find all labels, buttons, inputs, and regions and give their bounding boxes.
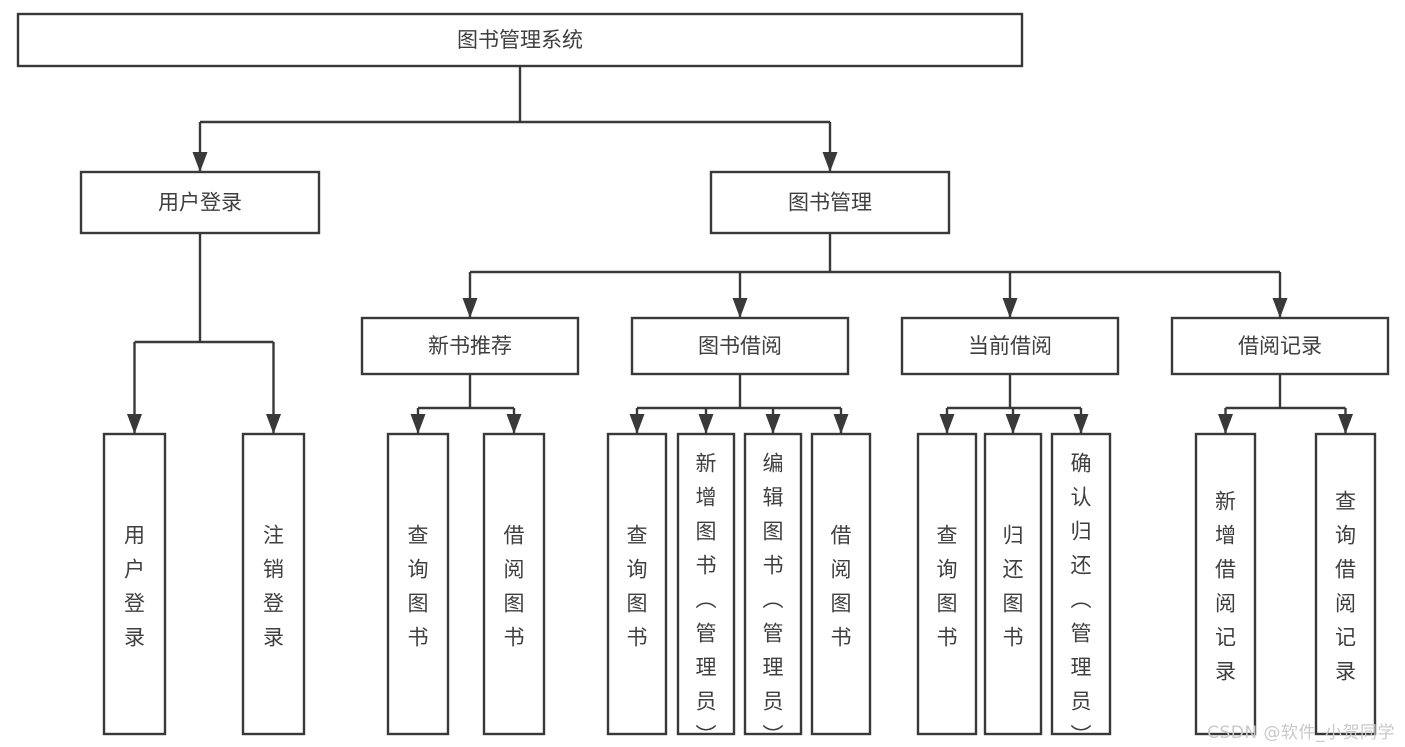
- level3-node-box[interactable]: [630, 316, 850, 376]
- level3-node-2[interactable]: 当前借阅: [900, 316, 1120, 376]
- leaf-node-box[interactable]: [386, 432, 450, 736]
- arrow-head-icon: [462, 298, 478, 318]
- level2-node-0[interactable]: 用户登录: [79, 170, 321, 235]
- leaf-node-box[interactable]: [983, 432, 1043, 736]
- leaf-node-label: 查询图书: [937, 524, 958, 650]
- leaf-node-4[interactable]: 查询图书: [606, 432, 668, 736]
- level3-node-label: 图书借阅: [698, 334, 782, 358]
- level2-node-label: 图书管理: [788, 191, 872, 215]
- level3-node-label: 借阅记录: [1238, 334, 1322, 358]
- leaf-node-box[interactable]: [676, 432, 736, 736]
- arrow-head-icon: [1218, 414, 1233, 434]
- leaf-node-label: 新增图书︵管理员︶: [696, 452, 717, 747]
- leaf-node-label: 编辑图书︵管理员︶: [763, 452, 784, 747]
- level3-node-box[interactable]: [900, 316, 1120, 376]
- leaf-node-1[interactable]: 注销登录: [241, 432, 306, 736]
- root-node-label: 图书管理系统: [457, 28, 583, 52]
- leaf-node-box[interactable]: [241, 432, 306, 736]
- arrow-head-icon: [127, 414, 142, 434]
- level3-node-0[interactable]: 新书推荐: [360, 316, 580, 376]
- arrow-head-icon: [939, 414, 955, 434]
- arrow-head-icon: [192, 152, 208, 172]
- leaf-node-label: 查询借阅记录: [1335, 490, 1356, 684]
- leaf-node-2[interactable]: 查询图书: [386, 432, 450, 736]
- leaf-node-label: 查询图书: [627, 524, 648, 650]
- leaf-node-5[interactable]: 新增图书︵管理员︶: [676, 432, 736, 747]
- node-boxes-layer: 图书管理系统用户登录图书管理新书推荐图书借阅当前借阅借阅记录用户登录注销登录查询…: [16, 12, 1390, 747]
- arrow-head-icon: [266, 414, 281, 434]
- arrow-head-icon: [410, 414, 426, 434]
- leaf-node-12[interactable]: 查询借阅记录: [1314, 432, 1377, 736]
- level3-node-1[interactable]: 图书借阅: [630, 316, 850, 376]
- leaf-node-9[interactable]: 归还图书: [983, 432, 1043, 736]
- leaf-node-0[interactable]: 用户登录: [102, 432, 167, 736]
- leaf-node-label: 查询图书: [408, 524, 429, 650]
- leaf-node-8[interactable]: 查询图书: [916, 432, 978, 736]
- level2-node-box[interactable]: [79, 170, 321, 235]
- level3-node-3[interactable]: 借阅记录: [1170, 316, 1390, 376]
- level3-node-label: 当前借阅: [968, 334, 1052, 358]
- leaf-node-6[interactable]: 编辑图书︵管理员︶: [743, 432, 803, 747]
- leaf-node-box[interactable]: [1194, 432, 1257, 736]
- leaf-node-box[interactable]: [1050, 432, 1112, 736]
- leaf-node-box[interactable]: [606, 432, 668, 736]
- leaf-node-box[interactable]: [102, 432, 167, 736]
- arrow-head-icon: [506, 414, 522, 434]
- connector-lines-layer: [127, 66, 1353, 434]
- leaf-node-10[interactable]: 确认归还︵管理员︶: [1050, 432, 1112, 747]
- level3-node-box[interactable]: [360, 316, 580, 376]
- leaf-node-box[interactable]: [1314, 432, 1377, 736]
- leaf-node-3[interactable]: 借阅图书: [482, 432, 546, 736]
- leaf-node-label: 注销登录: [263, 524, 284, 650]
- arrow-head-icon: [1005, 414, 1021, 434]
- arrow-head-icon: [833, 414, 849, 434]
- arrow-head-icon: [765, 414, 781, 434]
- leaf-node-7[interactable]: 借阅图书: [810, 432, 872, 736]
- level3-node-box[interactable]: [1170, 316, 1390, 376]
- level2-node-1[interactable]: 图书管理: [709, 170, 951, 235]
- leaf-node-box[interactable]: [810, 432, 872, 736]
- leaf-node-label: 借阅图书: [504, 524, 525, 650]
- leaf-node-label: 新增借阅记录: [1215, 490, 1236, 684]
- root-node-box[interactable]: [16, 12, 1024, 68]
- arrow-head-icon: [1272, 298, 1288, 318]
- leaf-node-label: 归还图书: [1003, 524, 1024, 650]
- root-node-0[interactable]: 图书管理系统: [16, 12, 1024, 68]
- leaf-node-label: 用户登录: [124, 524, 145, 650]
- level2-node-label: 用户登录: [158, 191, 242, 215]
- arrow-head-icon: [822, 152, 838, 172]
- leaf-node-label: 借阅图书: [831, 524, 852, 650]
- leaf-node-11[interactable]: 新增借阅记录: [1194, 432, 1257, 736]
- leaf-node-label: 确认归还︵管理员︶: [1071, 452, 1092, 747]
- leaf-node-box[interactable]: [916, 432, 978, 736]
- arrow-head-icon: [1002, 298, 1018, 318]
- arrow-head-icon: [1338, 414, 1353, 434]
- level3-node-label: 新书推荐: [428, 334, 512, 358]
- arrow-head-icon: [1073, 414, 1089, 434]
- level2-node-box[interactable]: [709, 170, 951, 235]
- leaf-node-box[interactable]: [743, 432, 803, 736]
- arrow-head-icon: [732, 298, 748, 318]
- arrow-head-icon: [698, 414, 714, 434]
- leaf-node-box[interactable]: [482, 432, 546, 736]
- arrow-head-icon: [629, 414, 645, 434]
